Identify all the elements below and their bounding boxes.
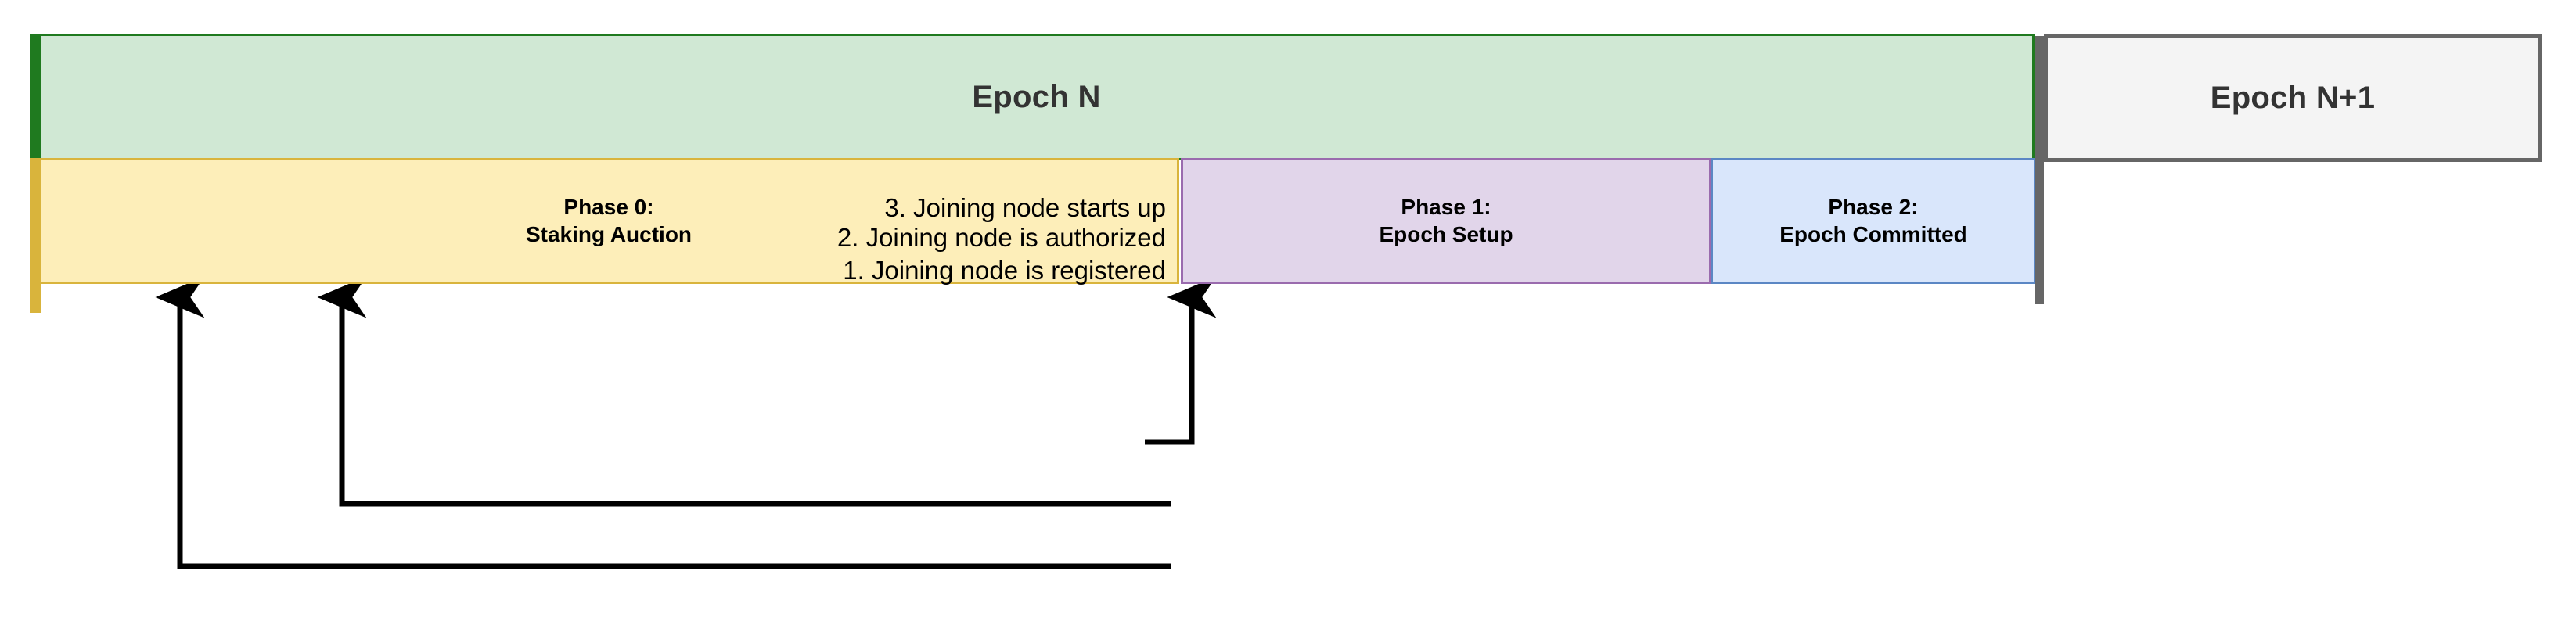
leader-line-starts-up [1145,276,1217,445]
phase-2-title: Phase 2: [1828,195,1919,220]
leader-line-authorized [317,276,1171,507]
annotation-authorized: 2. Joining node is authorized [836,223,1166,252]
leader-line-registered [155,276,1171,569]
phase-0-subtitle: Staking Auction [525,221,693,246]
epoch-n-label: Epoch N [972,79,1101,114]
epoch-n1-box: Epoch N+1 [2044,34,2542,162]
phase-1-box: Phase 1: Epoch Setup [1181,158,1711,284]
epoch-n1-label: Epoch N+1 [2210,80,2376,115]
phase-0-title: Phase 0: [563,195,654,220]
annotation-starts-up: 3. Joining node starts up [884,193,1166,222]
phase-1-subtitle: Epoch Setup [1379,221,1513,246]
phase-0-box: Phase 0: Staking Auction [30,158,1179,284]
phase-2-subtitle: Epoch Committed [1779,221,1967,246]
phase-1-title: Phase 1: [1401,195,1491,220]
annotation-registered: 1. Joining node is registered [843,256,1166,285]
epoch-boundary-divider [2035,36,2044,304]
phase-2-box: Phase 2: Epoch Committed [1711,158,2036,284]
epoch-n-box: Epoch N [30,34,2035,160]
phase-0-left-rail [30,158,41,313]
